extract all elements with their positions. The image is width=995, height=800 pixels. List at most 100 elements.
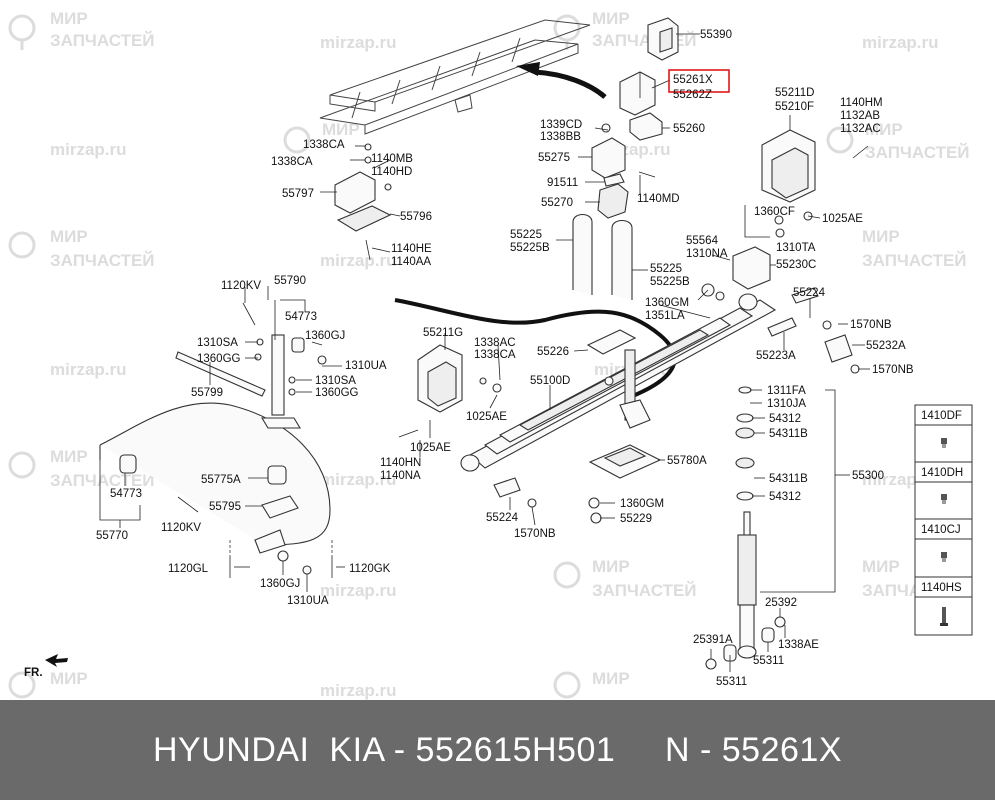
- label-55799: 55799: [191, 387, 223, 399]
- label-55225-a: 55225: [510, 229, 542, 241]
- chassis-frame: [319, 19, 591, 135]
- parts-diagram: МИР ЗАПЧАСТЕЙ МИР ЗАПЧАСТЕЙ МИР МИР ЗАПЧ…: [8, 9, 973, 700]
- watermark-logo: МИР ЗАПЧАСТЕЙ: [826, 120, 970, 162]
- watermark-logo: МИР ЗАПЧАСТЕЙ: [8, 447, 155, 490]
- watermark-logo: МИР: [553, 669, 630, 699]
- label-55210f: 55210F: [775, 101, 814, 113]
- label-55795: 55795: [209, 501, 241, 513]
- watermark-site: mirzap.ru: [320, 251, 397, 270]
- svg-text:МИР: МИР: [50, 227, 88, 246]
- label-1339cd: 1339CD: [540, 119, 582, 131]
- label-1338ca-b: 1338CA: [271, 156, 313, 168]
- svg-text:МИР: МИР: [862, 557, 900, 576]
- label-1310sa-b: 1310SA: [315, 375, 356, 387]
- plate-55780a: [588, 444, 662, 479]
- svg-text:МИР: МИР: [50, 9, 88, 28]
- label-54312-b: 54312: [769, 491, 801, 503]
- watermark-logo: МИР: [8, 669, 88, 699]
- label-1338ca-c: 1338CA: [474, 349, 516, 361]
- svg-text:ЗАПЧАСТЕЙ: ЗАПЧАСТЕЙ: [50, 471, 155, 490]
- label-55225-b: 55225: [650, 263, 682, 275]
- shock-absorber-55300: [735, 386, 757, 659]
- label-1140hn: 1140HN: [380, 457, 421, 469]
- label-55100d: 55100D: [530, 375, 570, 387]
- part-labels: 55390 55261X 55262Z 55260 1339CD 1338BB …: [96, 29, 914, 688]
- label-1310ua-a: 1310UA: [345, 360, 387, 372]
- watermark-logo: МИР ЗАПЧАСТЕЙ: [862, 227, 967, 270]
- shackle-55230c: [732, 246, 771, 290]
- leader-lines: [99, 33, 870, 672]
- watermark-site: mirzap.ru: [320, 470, 397, 489]
- bolt-icon: [177, 143, 869, 578]
- pin-55223a: [767, 287, 819, 337]
- watermark-site: mirzap.ru: [50, 140, 127, 159]
- nut-icon: [941, 552, 947, 562]
- nut-icon: [941, 494, 947, 504]
- label-1311fa: 1311FA: [767, 385, 806, 397]
- label-55390: 55390: [700, 29, 732, 41]
- label-1120gl: 1120GL: [168, 563, 209, 575]
- svg-text:ЗАПЧАСТЕЙ: ЗАПЧАСТЕЙ: [592, 581, 697, 600]
- label-55211g: 55211G: [423, 327, 463, 339]
- label-91511: 91511: [547, 177, 578, 189]
- legend-code: 1410DF: [921, 410, 962, 422]
- part-55390: [647, 17, 679, 61]
- label-1351la: 1351LA: [645, 310, 685, 322]
- label-1025ae-right: 1025AE: [822, 213, 863, 225]
- label-1025ae-left: 1025AE: [410, 442, 451, 454]
- bolt-icon: [940, 607, 948, 626]
- label-55229: 55229: [620, 513, 652, 525]
- label-1360gm-a: 1360GM: [645, 297, 689, 309]
- label-1570nb-a: 1570NB: [850, 319, 892, 331]
- watermark-logo: МИР: [283, 120, 360, 154]
- label-1338ac: 1338AC: [474, 337, 516, 349]
- watermark-site: mirzap.ru: [50, 360, 127, 379]
- highlight-box: [668, 69, 730, 93]
- svg-text:МИР: МИР: [322, 120, 360, 139]
- label-1025ae-center: 1025AE: [466, 411, 507, 423]
- pointer-arrow: [516, 62, 540, 76]
- label-1120gk: 1120GK: [349, 563, 391, 575]
- svg-text:ЗАПЧАСТЕЙ: ЗАПЧАСТЕЙ: [865, 143, 970, 162]
- label-55223a: 55223A: [756, 350, 796, 362]
- label-54773-b: 54773: [110, 488, 142, 500]
- fastener-legend: 1410DF 1410DH 1410CJ 1140HS: [914, 404, 973, 636]
- label-55211d: 55211D: [775, 87, 814, 99]
- svg-text:ЗАПЧАСТЕЙ: ЗАПЧАСТЕЙ: [50, 31, 155, 50]
- label-55224-center: 55224: [486, 512, 519, 524]
- label-1120kv-b: 1120KV: [161, 522, 201, 534]
- u-bolt-55225: [572, 213, 633, 300]
- label-1132ab: 1132AB: [840, 110, 880, 122]
- strap-55799: [175, 351, 266, 397]
- label-55770: 55770: [96, 530, 128, 542]
- part-55270: [597, 173, 629, 219]
- bracket-55211g: [417, 344, 463, 413]
- svg-text:МИР: МИР: [592, 557, 630, 576]
- label-1570nb-c: 1570NB: [514, 528, 556, 540]
- label-55225b-b: 55225B: [650, 276, 690, 288]
- label-1140hd: 1140HD: [371, 166, 412, 178]
- stabilizer-link-55790: [261, 334, 305, 429]
- label-1360gm-b: 1360GM: [620, 498, 664, 510]
- label-55225b-a: 55225B: [510, 242, 550, 254]
- svg-text:МИР: МИР: [865, 120, 903, 139]
- label-55775a: 55775A: [201, 474, 241, 486]
- label-1140he: 1140HE: [391, 243, 432, 255]
- label-54773-a: 54773: [285, 311, 317, 323]
- nut-icon: [941, 438, 947, 448]
- label-55230c: 55230C: [776, 259, 816, 271]
- svg-text:МИР: МИР: [862, 227, 900, 246]
- label-1338bb: 1338BB: [540, 131, 581, 143]
- legend-code: 1410DH: [921, 467, 963, 479]
- label-1310ua-b: 1310UA: [287, 595, 329, 607]
- label-55300: 55300: [852, 470, 884, 482]
- label-1570nb-b: 1570NB: [872, 364, 914, 376]
- label-55270: 55270: [541, 197, 573, 209]
- front-direction-indicator: FR.: [24, 654, 68, 679]
- svg-text:ЗАПЧАСТЕЙ: ЗАПЧАСТЕЙ: [862, 251, 967, 270]
- label-1310ja: 1310JA: [767, 398, 806, 410]
- label-55780a: 55780A: [667, 455, 707, 467]
- watermark-logo: МИР ЗАПЧАСТЕЙ: [8, 227, 155, 270]
- svg-text:МИР: МИР: [592, 669, 630, 688]
- label-1120kv-a: 1120KV: [221, 280, 261, 292]
